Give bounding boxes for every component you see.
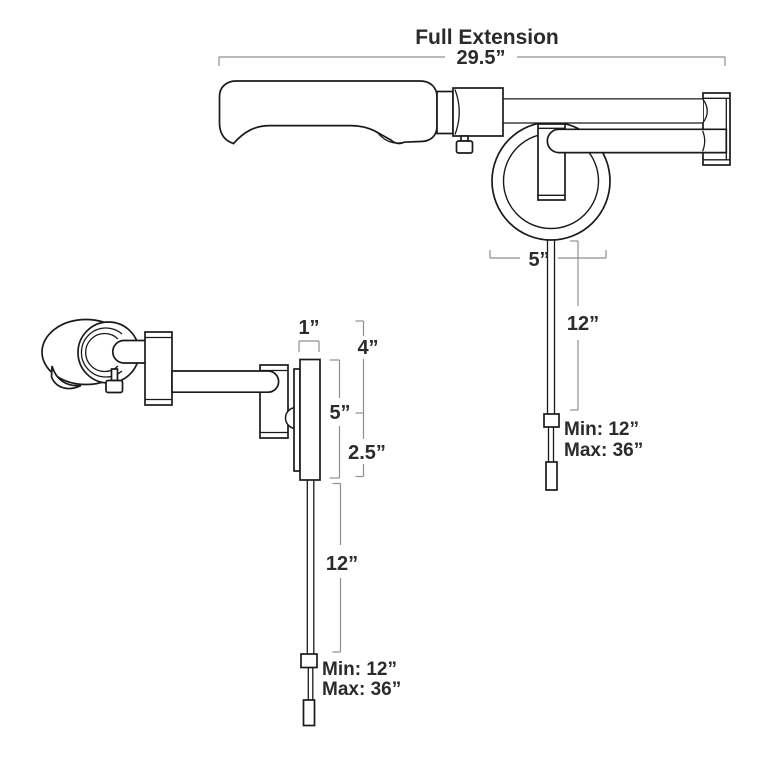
dimension-full-extension: Full Extension 29.5” xyxy=(218,26,726,69)
shade-inner-rim-2 xyxy=(85,332,119,373)
lower-value: 2.5” xyxy=(348,442,386,464)
socket-seam xyxy=(454,89,460,135)
cord-min-label-top: Min: 12” xyxy=(564,419,639,440)
socket-body xyxy=(452,87,504,137)
cord-max-label-side: Max: 36” xyxy=(322,679,401,700)
switch-knob-top xyxy=(455,135,474,154)
switch-knob-side xyxy=(105,368,124,394)
extension-arm xyxy=(503,98,708,124)
side-arm xyxy=(171,370,280,394)
backplate-value: 5” xyxy=(528,249,549,271)
cord-12-side-value: 12” xyxy=(326,553,358,575)
cord-max-label-top: Max: 36” xyxy=(564,440,643,461)
full-extension-title: Full Extension xyxy=(415,26,559,49)
head-socket-arm xyxy=(111,339,147,364)
cord-min-label-side: Min: 12” xyxy=(322,659,397,680)
dimension-backplate-5: 5” xyxy=(489,249,607,271)
cord-connector-side xyxy=(300,653,318,669)
shade-top-view xyxy=(218,80,438,145)
return-arm xyxy=(546,128,728,154)
cord-plug xyxy=(545,461,558,491)
head-hinge xyxy=(144,331,173,406)
dimension-cord-12-side: 12” xyxy=(326,482,358,653)
cord-connector xyxy=(543,413,560,428)
upper-value: 4” xyxy=(357,337,378,359)
wall-backplate xyxy=(299,358,321,481)
cord-plug-side xyxy=(302,699,316,727)
plate-height-value: 5” xyxy=(329,402,350,424)
shade-bottom-slot xyxy=(50,365,82,390)
side-view: 1” 5” 4” 2.5” 12” xyxy=(41,317,401,727)
shade-fitter xyxy=(436,90,454,135)
top-view: Full Extension 29.5” xyxy=(218,26,731,491)
depth-value: 1” xyxy=(298,317,319,339)
dimension-depth-1: 1” xyxy=(298,317,320,352)
cord-12-value: 12” xyxy=(567,313,599,335)
cord-top-view xyxy=(543,240,560,491)
dimension-cord-12-top: 12” xyxy=(567,240,599,411)
shade-inner-rim xyxy=(80,327,123,378)
full-extension-value: 29.5” xyxy=(457,47,506,69)
dimension-upper-lower: 4” 2.5” xyxy=(348,320,386,478)
cord-side-view xyxy=(300,480,318,727)
shade-fold-line xyxy=(376,131,402,144)
backplate-standoff xyxy=(293,368,301,472)
dimension-plate-5: 5” xyxy=(329,359,351,479)
